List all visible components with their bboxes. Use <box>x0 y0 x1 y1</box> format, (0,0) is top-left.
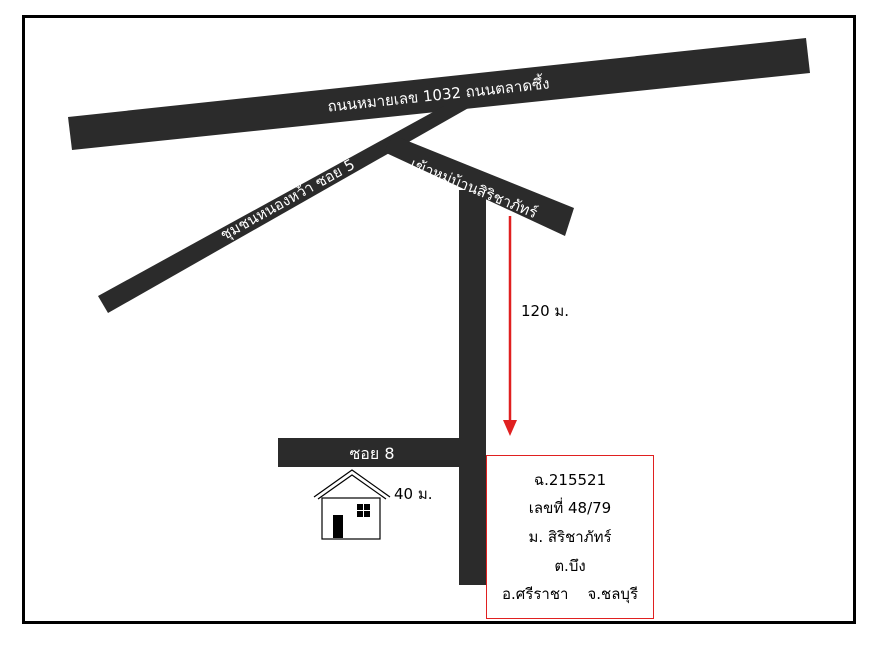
main-highway-road <box>68 38 810 150</box>
arrow-down-icon <box>503 216 517 436</box>
distance-to-soi-label: 120 ม. <box>521 302 569 320</box>
district-province: อ.ศรีราชา จ.ชลบุรี <box>501 585 639 604</box>
subdistrict: ต.บึง <box>554 556 586 575</box>
left-branch-road <box>98 106 472 313</box>
left-branch-label: ชุมชนหนองหว้า ซอย 5 <box>217 155 358 245</box>
address-info-box: ฉ.215521 เลขที่ 48/79 ม. สิริชาภัทร์ ต.บ… <box>486 455 654 619</box>
deed-number: ฉ.215521 <box>533 470 607 489</box>
house-number: เลขที่ 48/79 <box>528 499 612 518</box>
village-entrance-road <box>384 135 574 236</box>
house-icon <box>313 469 391 540</box>
distance-to-house-label: 40 ม. <box>394 485 433 503</box>
village-main-road <box>459 190 486 585</box>
soi-8-road <box>278 438 468 467</box>
village-name: ม. สิริชาภัทร์ <box>528 527 612 546</box>
soi-8-label: ซอย 8 <box>349 444 394 463</box>
